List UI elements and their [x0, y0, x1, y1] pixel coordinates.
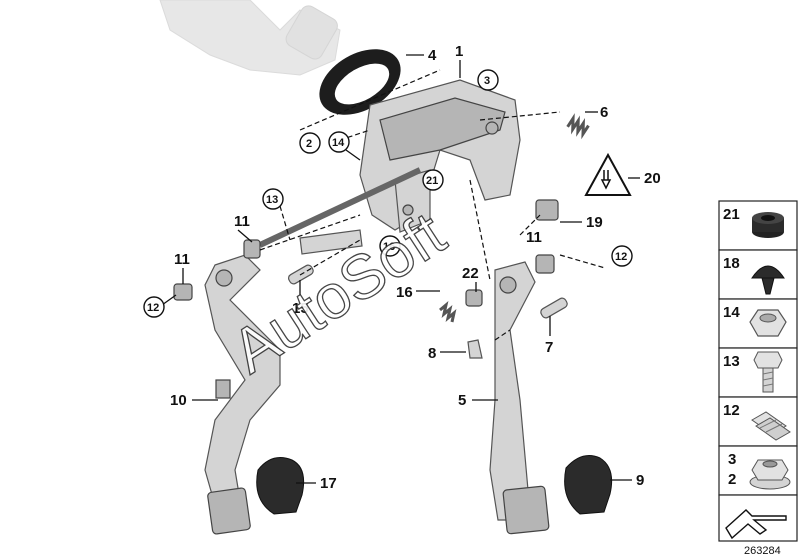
flange-nut-icon [749, 459, 791, 490]
callout-circle-21 [422, 169, 444, 191]
label-7: 7 [545, 339, 553, 356]
label-10: 10 [170, 392, 187, 409]
label-13: 13 [266, 194, 278, 206]
label-5: 5 [458, 392, 466, 409]
switch-19 [535, 199, 559, 221]
callout-circle-16 [379, 235, 401, 257]
nut-icon [749, 309, 787, 337]
bushing-right [535, 254, 555, 274]
gasket-ring [319, 49, 401, 115]
watermark: AutoSoft [219, 199, 457, 388]
label-12-left: 12 [147, 302, 159, 314]
legend-label-14: 14 [723, 304, 740, 321]
legend-label-12: 12 [723, 402, 740, 419]
pushrod [258, 167, 422, 255]
callout-circle-3 [477, 69, 499, 91]
bushing-22 [465, 289, 483, 307]
label-12-right: 12 [615, 251, 627, 263]
label-19: 19 [586, 214, 603, 231]
rivet-clip-icon [751, 265, 785, 295]
label-16: 16 [396, 284, 413, 301]
clip-8 [467, 339, 483, 359]
legend-label-13: 13 [723, 353, 740, 370]
reference-number: 263284 [744, 545, 781, 557]
spring-16 [439, 301, 457, 323]
warning-triangle-icon [584, 152, 632, 196]
label-8: 8 [428, 345, 436, 362]
pin-7 [540, 297, 568, 319]
legend-label-18: 18 [723, 255, 740, 272]
callout-circle-13 [262, 188, 284, 210]
label-15: 15 [292, 300, 309, 317]
parts-legend: 21 18 14 13 12 [718, 200, 798, 542]
bolt-icon [753, 351, 783, 393]
label-16-circled: 16 [383, 241, 395, 253]
clutch-pedal [204, 254, 281, 535]
callout-circle-12-left [143, 296, 165, 318]
label-3: 3 [484, 75, 490, 87]
legend-label-2: 2 [728, 471, 736, 488]
callout-circle-14 [328, 131, 350, 153]
label-21: 21 [426, 175, 438, 187]
brake-pedal-pad [564, 455, 613, 515]
spring-clip-icon [751, 411, 791, 441]
label-14: 14 [332, 137, 345, 149]
label-11-top: 11 [234, 213, 250, 230]
label-4: 4 [428, 47, 437, 64]
pedal-bracket [359, 79, 521, 233]
clip-12-left [173, 283, 193, 301]
brake-booster-ghost [159, 0, 341, 76]
label-20: 20 [644, 170, 661, 187]
label-2: 2 [306, 138, 312, 150]
label-11-right: 11 [526, 229, 542, 246]
label-9: 9 [636, 472, 644, 489]
bushing-left [243, 239, 261, 259]
watermark-text: AutoSoft [220, 199, 457, 386]
label-17: 17 [320, 475, 337, 492]
legend-label-3: 3 [728, 451, 736, 468]
label-11-left: 11 [174, 251, 190, 268]
arrow-icon [725, 509, 787, 540]
legend-label-21: 21 [723, 206, 740, 223]
label-6: 6 [600, 104, 608, 121]
callout-circle-2 [299, 132, 321, 154]
clutch-pedal-pad [256, 457, 305, 515]
label-22: 22 [462, 265, 479, 282]
return-spring [566, 113, 590, 140]
grommet-icon [752, 212, 784, 238]
brake-pedal [489, 261, 550, 535]
callout-circle-12-right [611, 245, 633, 267]
label-1: 1 [455, 43, 463, 60]
